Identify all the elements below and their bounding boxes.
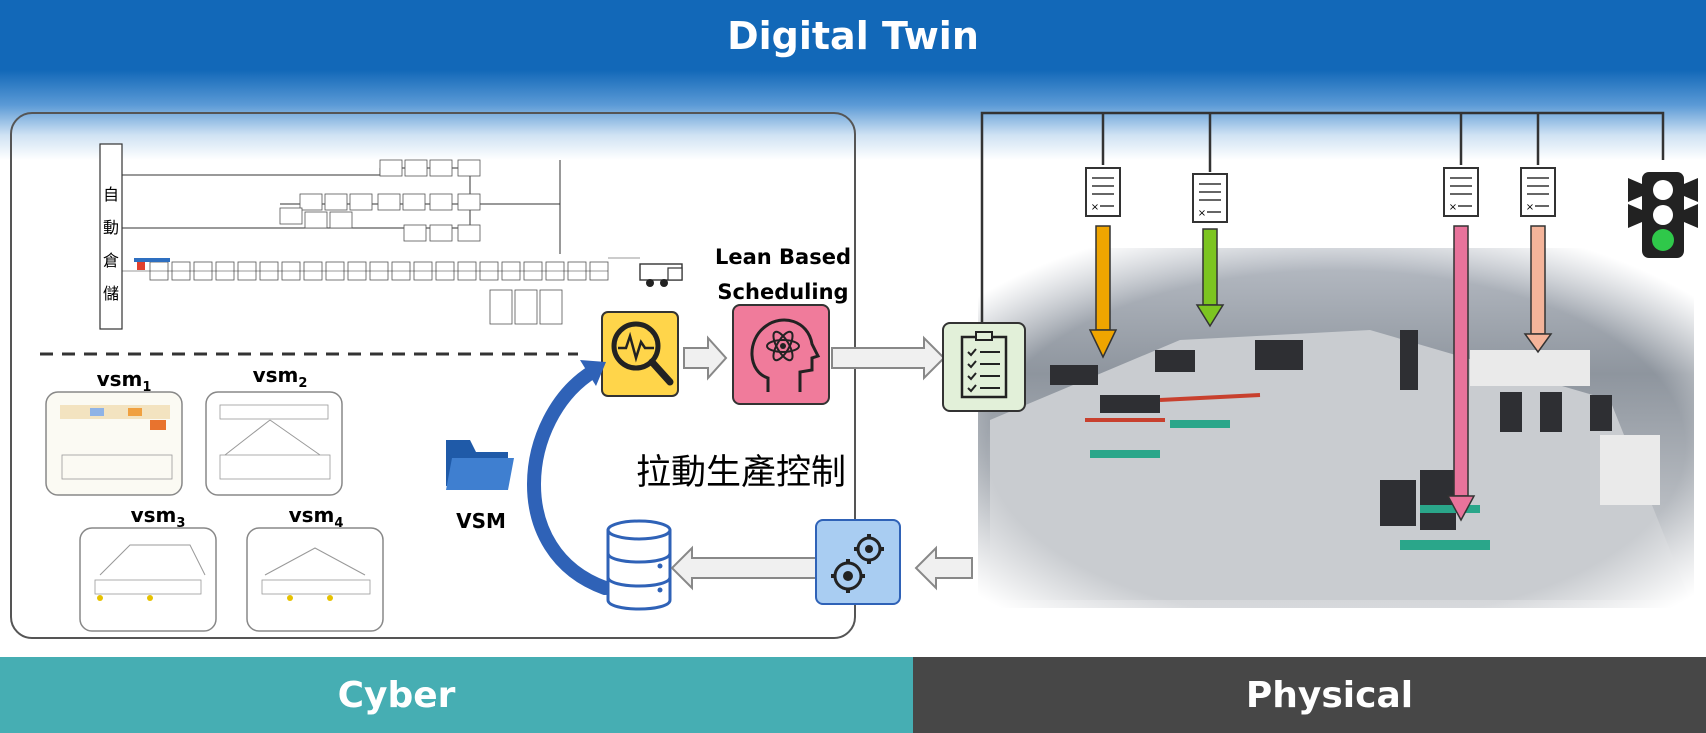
database-icon xyxy=(606,519,672,611)
arrow-orange xyxy=(1088,225,1118,359)
physical-label: Physical xyxy=(1245,675,1414,716)
arrow-gears-to-database xyxy=(670,545,817,591)
vsm-thumbnails: vsm1 vsm2 vsm3 vsm4 xyxy=(45,363,384,632)
vsm-thumb-3 xyxy=(79,527,217,632)
svg-text:×: × xyxy=(1449,202,1457,213)
cyber-label: Cyber xyxy=(337,675,456,716)
arrow-photo-to-gears xyxy=(914,545,973,591)
vertical-label-char: 自 xyxy=(103,185,119,204)
document-icon: × xyxy=(1085,167,1121,217)
gears-icon xyxy=(815,519,901,605)
vsm-thumb-2 xyxy=(205,391,343,496)
vertical-label-char: 倉 xyxy=(103,251,119,270)
curve-arrowhead xyxy=(580,360,606,386)
arrow-green xyxy=(1195,228,1225,328)
svg-text:×: × xyxy=(1091,202,1099,213)
signal-bus xyxy=(980,111,1665,326)
process-flow-chart: 自 動 倉 儲 xyxy=(99,143,683,330)
brain-atom-icon xyxy=(732,304,830,405)
vsm-label-4: vsm4 xyxy=(289,503,344,531)
factory-floor-photo xyxy=(978,248,1694,608)
folder-icon xyxy=(446,440,514,490)
vertical-label-char: 儲 xyxy=(103,284,119,303)
arrow-brain-to-checklist xyxy=(831,335,946,381)
document-icon: × xyxy=(1520,167,1556,217)
document-icon: × xyxy=(1192,173,1228,223)
vsm-thumb-1 xyxy=(45,391,183,496)
vertical-label-char: 動 xyxy=(103,218,119,237)
arrow-analytics-to-brain xyxy=(683,335,728,381)
vsm-thumb-4 xyxy=(246,527,384,632)
analytics-search-icon xyxy=(601,311,679,397)
feedback-curve-arrow xyxy=(527,365,612,595)
vsm-label-3: vsm3 xyxy=(131,503,186,531)
vsm-folder-label: VSM xyxy=(456,509,506,533)
lean-label-line2: Scheduling xyxy=(717,280,848,304)
truck-icon xyxy=(639,263,683,287)
arrow-peach xyxy=(1523,225,1553,354)
lean-label-line1: Lean Based xyxy=(715,245,851,269)
traffic-light-icon xyxy=(1628,172,1698,258)
checklist-icon xyxy=(942,322,1026,412)
document-icon: × xyxy=(1443,167,1479,217)
svg-text:×: × xyxy=(1526,202,1534,213)
physical-footer: Physical xyxy=(913,657,1706,733)
page-title: Digital Twin xyxy=(727,14,979,58)
vsm-label-1: vsm1 xyxy=(97,367,152,395)
cyber-footer: Cyber xyxy=(0,657,913,733)
kanban-label: 拉動生產控制 xyxy=(636,453,846,493)
arrow-pink xyxy=(1446,225,1476,522)
vsm-label-2: vsm2 xyxy=(253,363,308,391)
svg-text:×: × xyxy=(1198,208,1206,219)
cyber-panel xyxy=(10,112,856,639)
